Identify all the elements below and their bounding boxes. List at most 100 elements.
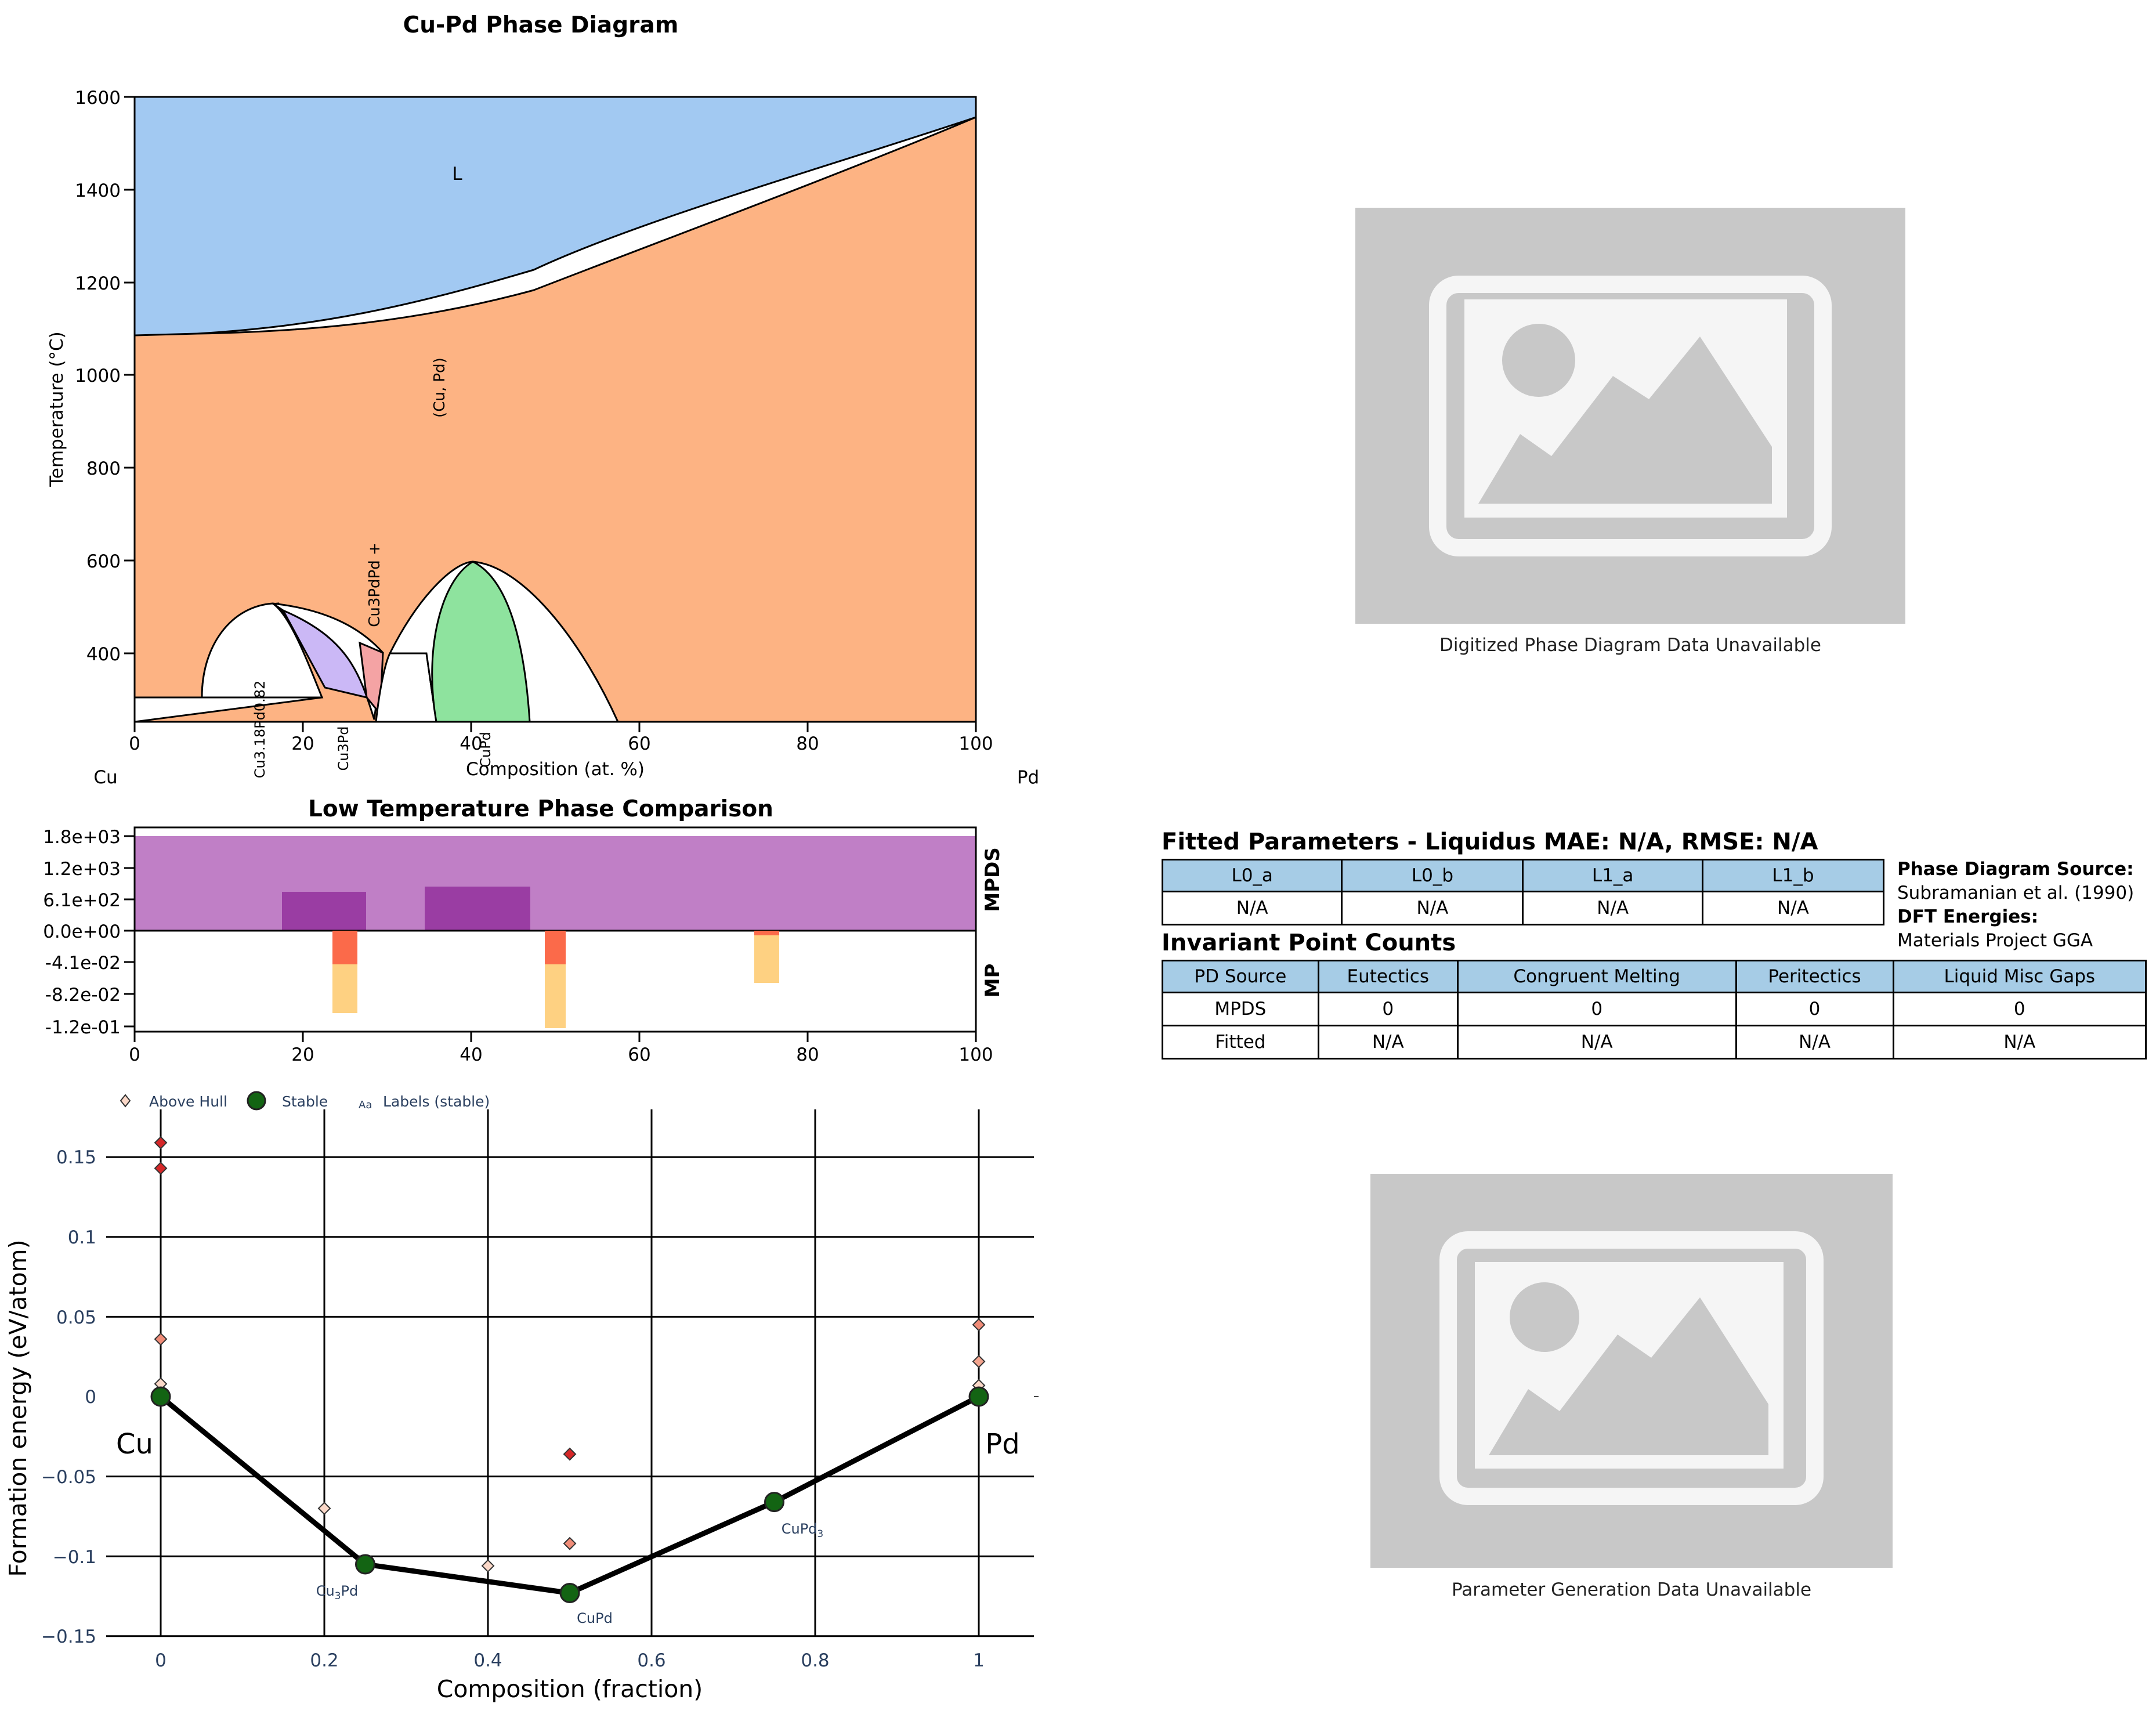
invariant-table: PD Source Eutectics Congruent Melting Pe…: [1162, 960, 2147, 1060]
table-header-cell: Congruent Melting: [1456, 960, 1737, 993]
hull-y-ticks: 0.15 0.1 0.05 0 −0.05 −0.1 −0.15: [41, 1147, 96, 1647]
legend-labels: Labels (stable): [383, 1093, 490, 1110]
above-hull-point: [154, 1162, 168, 1175]
above-hull-point: [563, 1447, 577, 1461]
y-tick-label: 1200: [75, 273, 121, 294]
mp-bar-red: [545, 931, 566, 964]
dome-connector: [272, 602, 384, 720]
fitted-parameters-table: L0_a L0_b L1_a L1_b N/A N/A N/A N/A: [1161, 859, 1885, 925]
mp-bar-orange: [754, 935, 779, 983]
left-element-label: Cu: [93, 767, 117, 788]
hull-points: [150, 1136, 989, 1603]
table-cell: N/A: [1735, 1025, 1894, 1060]
hull-y-tick: 0.1: [68, 1227, 96, 1248]
above-hull-point: [154, 1136, 168, 1149]
hull-y-tick: 0.15: [56, 1147, 96, 1168]
x-tick-label: 100: [958, 733, 993, 754]
comparison-chart: Low Temperature Phase Comparison 1.8e+03…: [43, 796, 1004, 1065]
table-cell: N/A: [1341, 891, 1524, 925]
mp-bar-red: [754, 931, 779, 935]
hull-grid: [106, 1109, 1034, 1637]
image-sun-icon: [1502, 324, 1575, 397]
fitted-parameters-title: Fitted Parameters - Liquidus MAE: N/A, R…: [1162, 829, 1818, 855]
comparison-title: Low Temperature Phase Comparison: [308, 796, 773, 822]
hull-y-tick: −0.15: [41, 1626, 96, 1647]
placeholder-image-bottom: [1370, 1174, 1893, 1568]
table-row: MPDS 0 0 0 0: [1162, 992, 2147, 1026]
liquid-region: [135, 97, 976, 335]
hull-x-tick: 0.2: [310, 1650, 338, 1671]
source-info: Phase Diagram Source: Subramanian et al.…: [1897, 858, 2134, 953]
hull-chart: Above Hull Stable Aa Labels (stable) 0.1…: [4, 1091, 1039, 1703]
table-row: Fitted N/A N/A N/A N/A: [1162, 1025, 2147, 1060]
comparison-x-tick: 40: [460, 1044, 482, 1065]
y-tick-label: 1000: [75, 366, 121, 386]
invariant-title: Invariant Point Counts: [1162, 930, 1456, 956]
comparison-y-tick: 1.8e+03: [43, 827, 121, 848]
image-mountain-icon: [1489, 1297, 1768, 1455]
table-cell: N/A: [1456, 1025, 1737, 1060]
table-header-row: PD Source Eutectics Congruent Melting Pe…: [1162, 960, 2147, 993]
table-cell: MPDS: [1162, 992, 1319, 1026]
stable-point: [764, 1492, 784, 1513]
bottom-placeholder-caption: Parameter Generation Data Unavailable: [1451, 1579, 1812, 1600]
above-hull-point: [481, 1559, 495, 1573]
table-header-row: L0_a L0_b L1_a L1_b: [1161, 859, 1885, 892]
comparison-x-tick: 20: [291, 1044, 314, 1065]
legend-stable: Stable: [282, 1093, 328, 1110]
hull-x-tick: 0.4: [473, 1650, 502, 1671]
hull-x-tick: 1: [973, 1650, 985, 1671]
hull-x-ticks: 0 0.2 0.4 0.6 0.8 1: [155, 1650, 985, 1671]
phase-diagram-x-ticks: 0 20 40 60 80 100: [129, 722, 993, 754]
mpds-band: [135, 836, 976, 931]
legend-above-hull: Above Hull: [149, 1093, 227, 1110]
mpds-side-label: MPDS: [981, 847, 1004, 912]
hull-x-tick: 0: [155, 1650, 167, 1671]
mp-bar-orange: [545, 964, 566, 1028]
phase-diagram-y-ticks: 400 600 800 1000 1200 1400 1600: [75, 88, 135, 665]
hull-y-tick: −0.1: [53, 1547, 96, 1568]
phase-diagram-frame: [133, 96, 977, 723]
table-cell: N/A: [1701, 891, 1885, 925]
mp-side-label: MP: [981, 964, 1004, 998]
comparison-x-tick: 80: [796, 1044, 819, 1065]
table-row: N/A N/A N/A N/A: [1161, 891, 1885, 925]
source-label: Phase Diagram Source:: [1897, 859, 2134, 880]
source-value: Subramanian et al. (1990): [1897, 883, 2135, 903]
mpds-band-cupd: [425, 887, 530, 931]
hull-ylabel: Formation energy (eV/atom): [4, 1239, 32, 1576]
stable-point: [559, 1582, 580, 1603]
table-cell: 0: [1892, 992, 2147, 1026]
y-tick-label: 1400: [75, 180, 121, 201]
legend-labels-icon: Aa: [359, 1099, 372, 1111]
phase-diagram-xlabel: Composition (at. %): [466, 759, 645, 780]
above-hull-point: [972, 1355, 986, 1368]
mpds-band-cu3pd: [282, 892, 366, 931]
hull-line: [159, 1394, 981, 1596]
y-tick-label: 800: [86, 458, 121, 479]
top-placeholder-caption: Digitized Phase Diagram Data Unavailable: [1439, 635, 1821, 656]
hull-legend: Above Hull Stable Aa Labels (stable): [120, 1091, 490, 1111]
x-tick-label: 0: [129, 733, 140, 754]
stable-label-cu3pd: Cu3Pd: [316, 1583, 359, 1602]
table-header-cell: PD Source: [1162, 960, 1319, 993]
hull-right-element: Pd: [985, 1428, 1019, 1460]
stable-label-cupd: CuPd: [577, 1610, 613, 1626]
dft-value: Materials Project GGA: [1897, 930, 2093, 951]
dft-label: DFT Energies:: [1897, 906, 2039, 927]
comparison-y-tick: 1.2e+03: [43, 859, 121, 880]
comparison-y-tick: 6.1e+02: [43, 890, 121, 911]
x-tick-label: 60: [628, 733, 650, 754]
table-cell: N/A: [1317, 1025, 1459, 1060]
stable-label-cupd3: CuPd3: [782, 1521, 824, 1540]
hull-xlabel: Composition (fraction): [437, 1675, 703, 1703]
comparison-y-tick: -1.2e-01: [45, 1017, 121, 1038]
y-tick-label: 600: [86, 551, 121, 572]
table-header-cell: L1_a: [1522, 859, 1703, 892]
comparison-y-ticks: 1.8e+03 1.2e+03 6.1e+02 0.0e+00 -4.1e-02…: [43, 827, 135, 1038]
stable-point: [355, 1554, 375, 1575]
image-sun-icon: [1510, 1282, 1579, 1352]
phase-diagram-title: Cu-Pd Phase Diagram: [403, 12, 679, 38]
mp-bar-red: [332, 931, 357, 964]
